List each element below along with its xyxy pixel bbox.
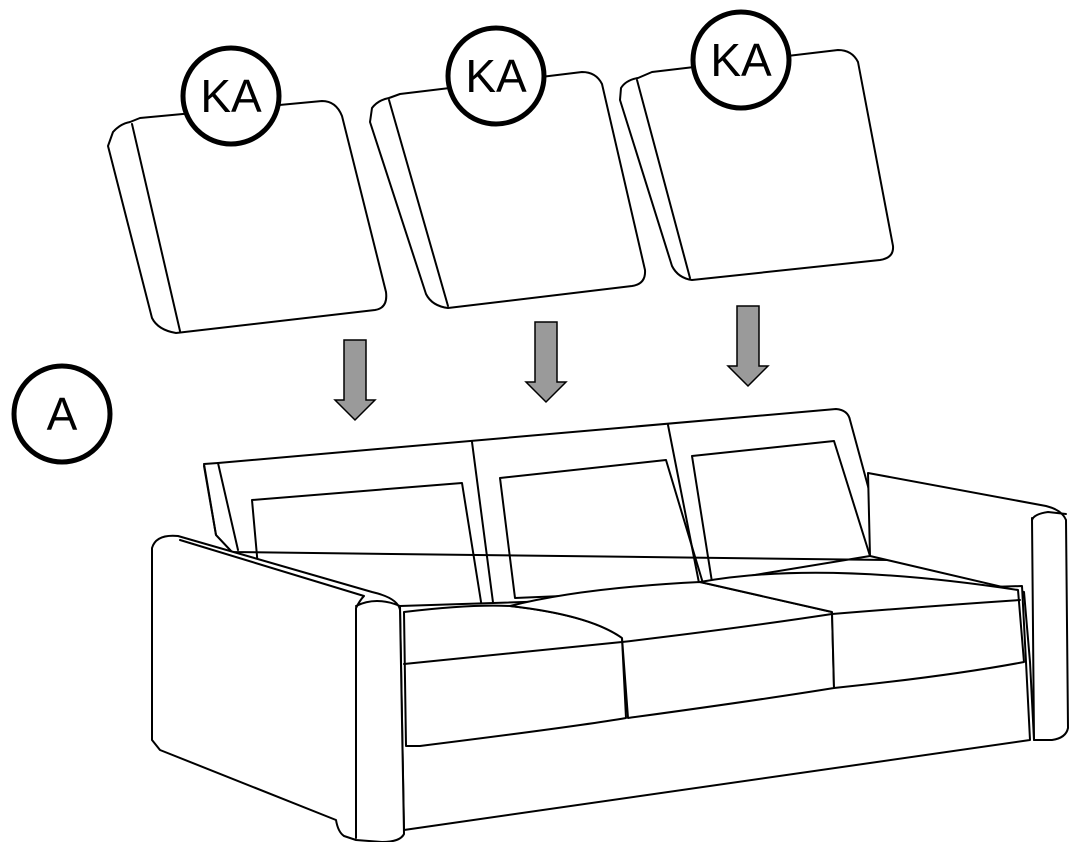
seat-cushion-right — [699, 571, 1025, 689]
callout-ka-2-label: KA — [465, 50, 527, 102]
callout-a-label: A — [47, 388, 78, 440]
callout-ka-1-label: KA — [200, 70, 262, 122]
back-cushion-right — [619, 49, 895, 281]
sofa — [151, 408, 1069, 842]
back-cushion-middle — [369, 71, 647, 309]
down-arrow-1 — [333, 339, 377, 422]
callout-ka-2: KA — [445, 25, 547, 127]
seat-cushion-middle — [509, 581, 835, 719]
callout-ka-3-label: KA — [710, 34, 772, 86]
down-arrow-3 — [726, 305, 770, 388]
down-arrow-2 — [524, 321, 568, 404]
callout-ka-1: KA — [180, 45, 282, 147]
sofa-left-arm — [151, 534, 405, 842]
sofa-right-arm — [867, 472, 1069, 741]
callout-ka-3: KA — [690, 9, 792, 111]
back-cushion-left — [107, 100, 388, 334]
sofa-back-frame — [203, 408, 889, 561]
callout-a: A — [11, 363, 113, 465]
